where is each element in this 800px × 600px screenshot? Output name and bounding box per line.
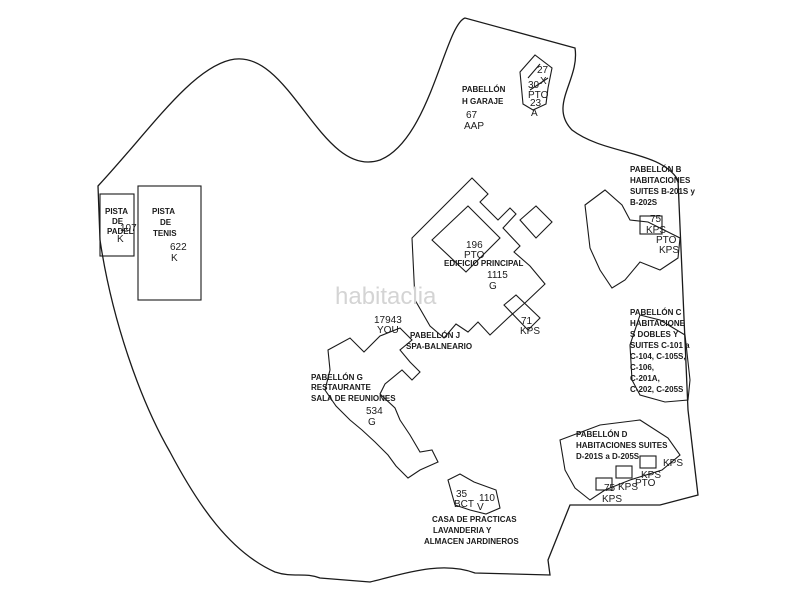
tenis-code: 622 bbox=[170, 242, 187, 253]
pabellon-d-unit-3 bbox=[639, 455, 657, 469]
pabellon-b-kps2: KPS bbox=[659, 245, 679, 256]
pabellon-j-code: 17943 bbox=[374, 315, 402, 326]
principal-code: 196 bbox=[466, 240, 483, 251]
padel-label-2: DE bbox=[112, 217, 124, 226]
pabellon-h-code: 67 bbox=[466, 110, 478, 121]
pabellon-c-l8: C-202, C-205S bbox=[630, 385, 684, 394]
pabellon-d-l3: D-201S a D-205S bbox=[576, 452, 640, 461]
casa-label-2: LAVANDERIA Y bbox=[433, 526, 492, 535]
pabellon-g-l2: RESTAURANTE bbox=[311, 383, 372, 392]
padel-label-3: PADEL bbox=[107, 227, 134, 236]
pabellon-b-building bbox=[584, 189, 681, 289]
pabellon-j-title: PABELLÓN J bbox=[410, 331, 460, 340]
pabellon-h-building bbox=[519, 54, 553, 111]
pabellon-c-l7: C-201A, bbox=[630, 374, 660, 383]
pabellon-c-l6: C-106, bbox=[630, 363, 654, 372]
principal-type: G bbox=[489, 281, 497, 292]
kps-annex bbox=[503, 294, 541, 331]
pabellon-d-building bbox=[559, 419, 681, 501]
tenis-type: K bbox=[171, 253, 178, 264]
pabellon-h-title: PABELLÓN bbox=[462, 85, 506, 94]
pabellon-d-pto: PTO bbox=[635, 478, 656, 489]
casa-label-1: CASA DE PRACTICAS bbox=[432, 515, 517, 524]
pabellon-b-unit bbox=[639, 215, 663, 235]
side-annex bbox=[519, 205, 553, 239]
tenis-label-1: PISTA bbox=[152, 207, 175, 216]
casa-label-3: ALMACEN JARDINEROS bbox=[424, 537, 519, 546]
pabellon-b-pto: PTO bbox=[656, 235, 677, 246]
tenis-label-3: TENIS bbox=[153, 229, 177, 238]
pabellon-d-kps4: KPS bbox=[602, 494, 622, 505]
casa-bct: BCT bbox=[454, 499, 474, 510]
kps-center-type: KPS bbox=[520, 326, 540, 337]
main-building-inner bbox=[431, 205, 501, 273]
pto-a-n4: PTO bbox=[528, 90, 549, 101]
pabellon-h-inner bbox=[527, 63, 549, 91]
tennis-court bbox=[137, 185, 202, 301]
pabellon-c-l3: S DOBLES Y bbox=[630, 330, 679, 339]
pabellon-d-l2: HABITACIONES SUITES bbox=[576, 441, 668, 450]
padel-court bbox=[99, 193, 135, 257]
pto-a-n1: 27 bbox=[537, 65, 549, 76]
casa-practicas-building bbox=[447, 473, 501, 515]
pabellon-j-type: YOU bbox=[377, 325, 399, 336]
pabellon-c-l1: PABELLÓN C bbox=[630, 308, 682, 317]
pabellon-b-l2: HABITACIONES bbox=[630, 176, 691, 185]
principal-name: EDIFICIO PRINCIPAL bbox=[444, 259, 524, 268]
pabellon-g-type: G bbox=[368, 417, 376, 428]
pto-a-n3: 30 bbox=[528, 80, 540, 91]
pabellon-c-l2: HABITACIONE bbox=[630, 319, 686, 328]
tenis-label-2: DE bbox=[160, 218, 172, 227]
pto-a-n5: 23 bbox=[530, 98, 542, 109]
pabellon-b-l4: B-202S bbox=[630, 198, 658, 207]
casa-v: V bbox=[477, 502, 484, 513]
pabellon-h-subtitle: H GARAJE bbox=[462, 97, 504, 106]
casa-code-2: 110 bbox=[479, 493, 495, 504]
padel-code: 107 bbox=[120, 223, 137, 234]
principal-code2: 1115 bbox=[487, 270, 508, 281]
pabellon-g-l3: SALA DE REUNIONES bbox=[311, 394, 396, 403]
pabellon-d-kps1: KPS bbox=[663, 458, 683, 469]
pabellon-b-kps1: KPS bbox=[646, 225, 666, 236]
pabellon-d-unit-1 bbox=[595, 477, 613, 491]
padel-type: K bbox=[117, 234, 124, 245]
pabellon-b-l1: PABELLÓN B bbox=[630, 165, 682, 174]
pabellon-c-l4: SUITES C-101 a bbox=[630, 341, 690, 350]
pabellon-d-code: 75 bbox=[604, 483, 616, 494]
pabellon-g-code: 534 bbox=[366, 406, 383, 417]
padel-label-1: PISTA bbox=[105, 207, 128, 216]
pabellon-c-building bbox=[629, 314, 691, 403]
pabellon-j-subtitle: SPA-BALNEARIO bbox=[406, 342, 472, 351]
kps-center-code: 71 bbox=[521, 316, 533, 327]
pabellon-g-title: PABELLÓN G bbox=[311, 373, 363, 382]
pabellon-d-kps2: KPS bbox=[641, 470, 661, 481]
pabellon-d-l1: PABELLÓN D bbox=[576, 430, 628, 439]
pto-a-n6: A bbox=[531, 108, 538, 119]
pabellon-c-l5: C-104, C-105S, bbox=[630, 352, 686, 361]
pto-a-n2: X bbox=[540, 76, 547, 87]
pabellon-b-code: 75 bbox=[650, 214, 662, 225]
pabellon-b-l3: SUITES B-201S y bbox=[630, 187, 695, 196]
pabellon-d-kps3: KPS bbox=[618, 482, 638, 493]
casa-code-1: 35 bbox=[456, 489, 468, 500]
pabellon-h-type: AAP bbox=[464, 121, 484, 132]
pabellon-j-building bbox=[324, 327, 439, 479]
watermark: habitaclia bbox=[335, 283, 437, 310]
site-boundary bbox=[97, 17, 699, 583]
main-building bbox=[411, 177, 546, 339]
principal-pto: PTO bbox=[464, 250, 485, 261]
pabellon-d-unit-2 bbox=[615, 465, 633, 479]
